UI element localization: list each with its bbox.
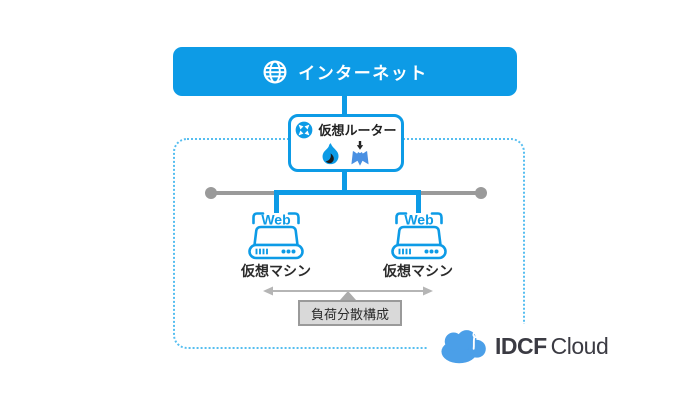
firewall-flame-icon (322, 143, 339, 165)
connector-internet-router (342, 96, 347, 116)
web-service-label: Web (261, 212, 290, 228)
connector-router-bus (342, 170, 347, 193)
connector-bus-vm1 (274, 190, 279, 213)
idcf-cloud-icon (441, 330, 486, 364)
vm-label: 仮想マシン (241, 263, 311, 279)
vm-label: 仮想マシン (383, 263, 453, 279)
logo-text-regular: Cloud (550, 332, 609, 359)
connector-bus-vm2 (416, 190, 421, 213)
virtual-router-box: 仮想ルーター (288, 114, 404, 172)
logo-text-bold: IDCF (495, 332, 547, 359)
bus-endpoint-left (205, 187, 217, 199)
web-server-icon: Web (248, 212, 304, 260)
caption-pointer (340, 291, 356, 300)
load-balance-caption: 負荷分散構成 (298, 300, 402, 326)
bus-endpoint-right (475, 187, 487, 199)
load-balancer-arrows-icon (351, 141, 369, 166)
globe-icon (263, 60, 287, 83)
web-service-label: Web (404, 212, 433, 228)
internet-banner: インターネット (173, 47, 517, 96)
virtual-router-label: 仮想ルーター (318, 123, 397, 138)
web-server-icon: Web (391, 212, 447, 260)
lb-range-arrow (263, 286, 433, 296)
internet-label: インターネット (298, 64, 428, 83)
virtual-router-icon (296, 121, 313, 138)
branch-line (274, 190, 421, 195)
